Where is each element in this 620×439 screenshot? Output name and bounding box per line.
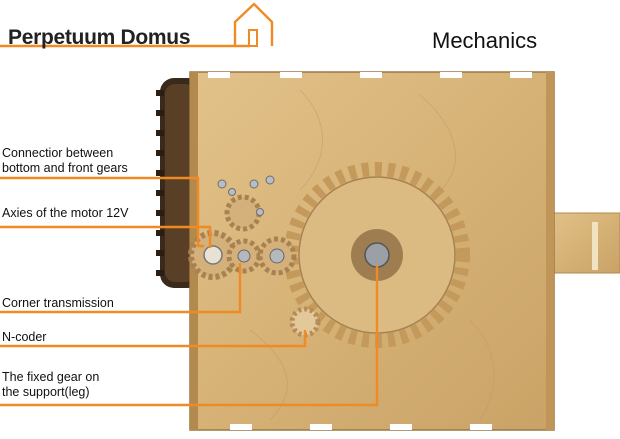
label-motor-axis: Axies of the motor 12V <box>2 206 128 221</box>
side-tab-slot <box>592 222 598 270</box>
section-title: Mechanics <box>432 28 537 54</box>
house-door-icon <box>249 30 257 46</box>
side-tab <box>548 213 620 273</box>
brand-title: Perpetuum Domus <box>8 26 190 50</box>
label-fixed-gear-line2: the support(leg) <box>2 385 90 400</box>
label-corner-transmission: Corner transmission <box>2 296 114 311</box>
label-ncoder: N-coder <box>2 330 46 345</box>
label-fixed-gear-line1: The fixed gear on <box>2 370 99 385</box>
label-connector-line2: bottom and front gears <box>2 161 128 176</box>
house-outline-icon <box>235 4 272 46</box>
label-connector-line1: Connectior between <box>2 146 113 161</box>
